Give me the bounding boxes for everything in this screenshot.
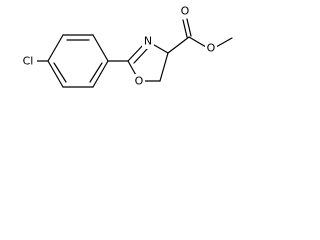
atom-label-n: N xyxy=(144,35,152,48)
atom-n: N xyxy=(142,35,154,49)
bond-c4-carbonyl xyxy=(167,36,190,54)
bond-carbonyl-o-double-b xyxy=(186,18,192,37)
atom-label-o-ring: O xyxy=(135,75,144,88)
bond-carbonyl-o-double-a xyxy=(182,19,188,38)
methyl-ester xyxy=(167,18,233,54)
atom-label-o-carbonyl: O xyxy=(181,5,190,18)
atom-label-cl: Cl xyxy=(23,55,34,68)
bond-ar-double-3 xyxy=(53,62,67,83)
atom-o-ring: O xyxy=(133,74,145,88)
chemical-structure: Cl N O O O xyxy=(17,4,233,88)
bond-ar-1 xyxy=(47,34,64,62)
atom-cl: Cl xyxy=(17,53,37,69)
bond-oester-methyl xyxy=(215,37,233,48)
bond-ar-4 xyxy=(92,60,109,88)
atom-o-ester: O xyxy=(205,41,217,55)
bond-ar-6 xyxy=(47,60,64,88)
benzene-ring xyxy=(47,34,109,88)
bond-carbonyl-oester xyxy=(188,36,207,48)
bond-c4-c5 xyxy=(159,52,169,82)
atom-o-carbonyl: O xyxy=(178,4,192,18)
bond-ar-3 xyxy=(92,34,109,62)
bond-ar-double-2 xyxy=(89,62,103,83)
atom-label-o-ester: O xyxy=(207,42,216,55)
bond-c2-n-double xyxy=(133,47,149,64)
